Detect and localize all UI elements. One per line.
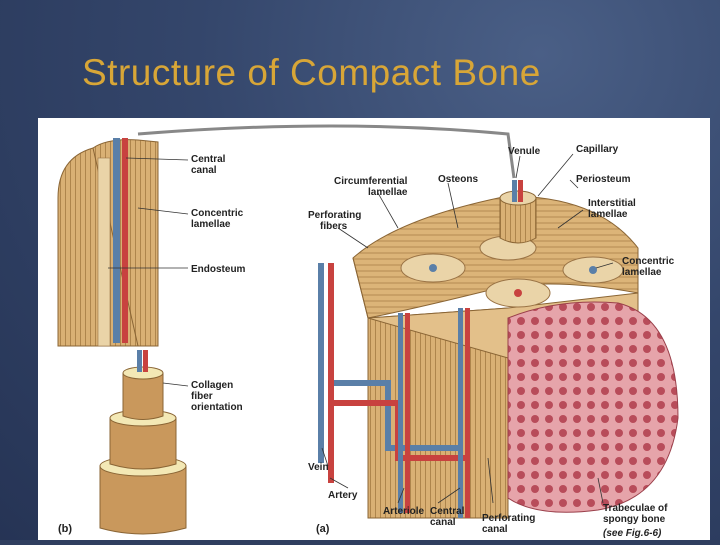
panel-b-collagen-layers [99, 350, 187, 535]
label-capillary: Capillary [576, 144, 619, 155]
label-vein: Vein [308, 462, 329, 473]
label-periosteum: Periosteum [576, 174, 631, 185]
artery-vessel [122, 138, 128, 343]
panel-a-tag: (a) [316, 523, 330, 535]
panel-b-tag: (b) [58, 523, 72, 535]
panel-b-leaders [108, 157, 189, 387]
zoom-arrow [137, 124, 516, 179]
vein-vessel [113, 138, 120, 343]
label-osteons: Osteons [438, 174, 478, 185]
slide-title: Structure of Compact Bone [82, 52, 541, 93]
label-arteriole: Arteriole [383, 506, 425, 517]
label-venule: Venule [508, 146, 541, 157]
panel-a-leaders [321, 153, 614, 504]
label-endosteum: Endosteum [191, 264, 246, 275]
panel-a-vessels [318, 263, 470, 518]
label-artery: Artery [328, 490, 358, 501]
spongy-bone [507, 301, 679, 513]
label-see-fig: (see Fig.6-6) [603, 528, 662, 539]
panel-b-osteon-cutaway [57, 138, 159, 347]
